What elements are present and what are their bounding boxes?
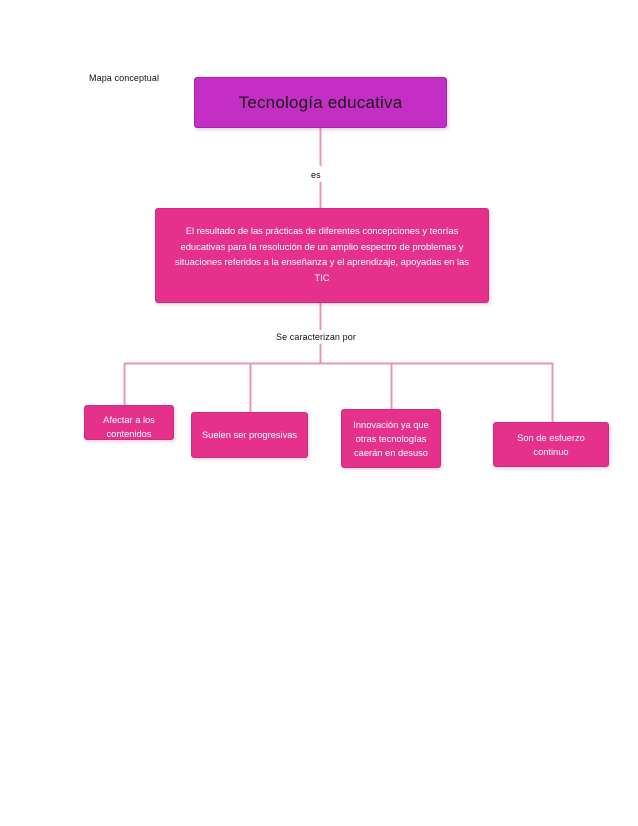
branch-node-1-label: Suelen ser progresivas xyxy=(201,430,298,440)
edge-label-es: es xyxy=(311,170,321,180)
branch-node-0[interactable]: Afectar a los contenidos xyxy=(84,405,174,440)
root-node[interactable]: Tecnología educativa xyxy=(194,77,447,128)
branch-node-1[interactable]: Suelen ser progresivas xyxy=(191,412,308,458)
definition-node[interactable]: El resultado de las prácticas de diferen… xyxy=(155,208,489,303)
branch-node-3[interactable]: Son de esfuerzo continuo xyxy=(493,422,609,467)
diagram-caption: Mapa conceptual xyxy=(89,73,160,83)
branch-node-0-label: Afectar a los contenidos xyxy=(103,415,155,439)
branch-node-2-label: Innovación ya que otras tecnologías caer… xyxy=(353,419,429,458)
definition-node-label: El resultado de las prácticas de diferen… xyxy=(175,225,469,283)
root-node-label: Tecnología educativa xyxy=(238,93,403,112)
edge-label-se-caracterizan-por: Se caracterizan por xyxy=(273,331,359,343)
branch-node-3-label: Son de esfuerzo continuo xyxy=(517,432,585,457)
branch-node-2[interactable]: Innovación ya que otras tecnologías caer… xyxy=(341,409,441,468)
